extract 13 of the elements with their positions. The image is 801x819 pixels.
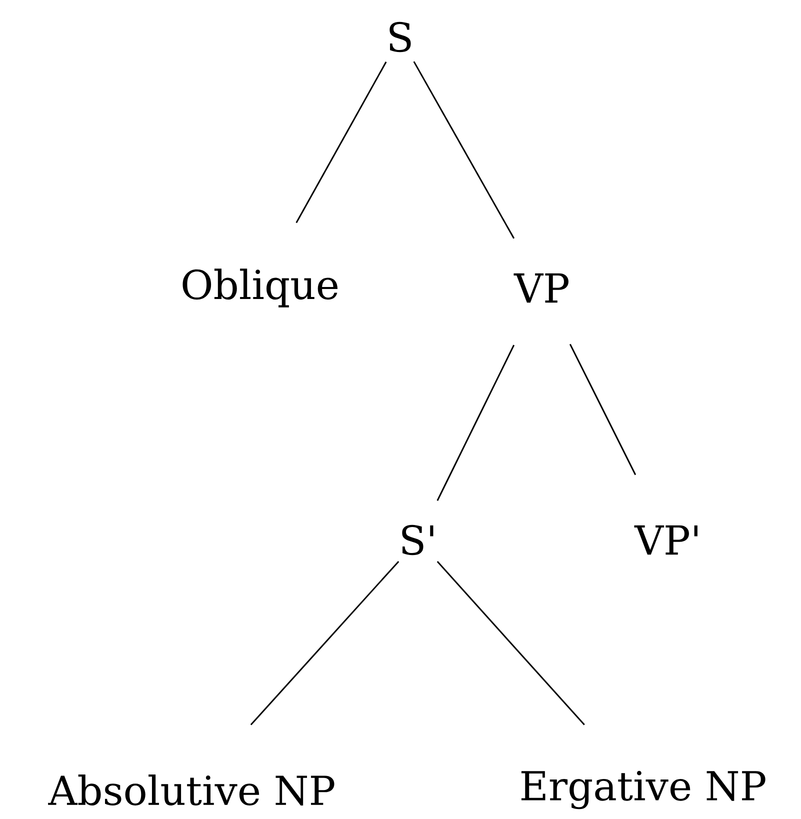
tree-branch xyxy=(296,62,387,224)
tree-branch xyxy=(569,344,636,476)
tree-label: VP xyxy=(514,273,568,303)
tree-label: VP' xyxy=(634,525,698,555)
tree-label: Oblique xyxy=(182,268,338,308)
tree-branch xyxy=(436,344,515,501)
tree-label: S' xyxy=(402,524,434,556)
tree-branch xyxy=(436,561,585,726)
tree-branch xyxy=(250,560,400,726)
tree-label: S xyxy=(390,22,411,52)
tree-branch xyxy=(413,61,515,239)
tree-label: Absolutive NP xyxy=(48,774,334,806)
tree-label: Ergative NP xyxy=(521,770,766,810)
